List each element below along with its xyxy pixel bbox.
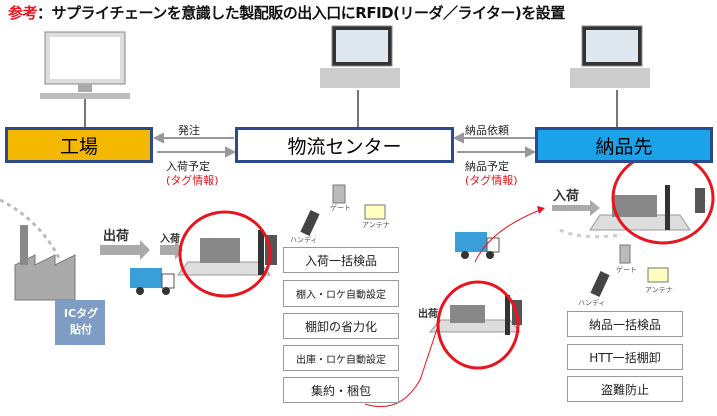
title-prefix: 参考 [8, 4, 38, 22]
rfid-gate-icon [176, 230, 277, 276]
flow-arrows [152, 132, 537, 158]
computer-icon [570, 25, 650, 88]
flow-tag-info: (タグ情報) [166, 174, 219, 187]
factory-illustration [0, 198, 105, 345]
function-item: HTT一括棚卸 [567, 344, 683, 370]
gate-icon [619, 244, 631, 264]
label-arrival: 入荷 [553, 189, 580, 204]
label-arrival: 入荷 [160, 234, 180, 245]
handy-label: ハンディ [578, 299, 606, 307]
handy-terminal-icon [590, 271, 610, 297]
function-item: 出庫・ロケ自動設定 [283, 345, 399, 371]
ic-tag-label: ICタグ 貼付 [63, 307, 99, 336]
flow-delivery-request: 納品依頼 [465, 124, 509, 137]
truck-icon [455, 232, 500, 259]
node-logistics-center: 物流センター [235, 127, 454, 163]
antenna-icon [364, 204, 386, 220]
title-text: ：サプライチェーンを意識した製配販の出入口にRFID(リーダ／ライター)を設置 [37, 4, 565, 22]
flow-delivery-plan: 納品予定 [465, 160, 509, 173]
computer-icon [40, 31, 130, 99]
function-item: 集約・梱包 [283, 377, 399, 403]
diagram-title: 参考：サプライチェーンを意識した製配販の出入口にRFID(リーダ／ライター)を設… [8, 2, 565, 23]
function-item: 入荷一括検品 [283, 247, 399, 273]
function-item: 納品一括検品 [567, 311, 683, 337]
antenna-label: アンテナ [362, 221, 390, 229]
antenna-icon [647, 267, 669, 283]
function-item: 盗難防止 [567, 376, 683, 402]
rfid-highlight-circle [178, 210, 272, 298]
rfid-gate-icon [589, 185, 705, 231]
node-factory: 工場 [5, 127, 153, 163]
truck-icon [130, 268, 175, 295]
label-shipping: 出荷 [418, 309, 438, 320]
flow-order: 発注 [178, 124, 200, 137]
handy-label: ハンディ [290, 236, 318, 244]
function-item: 棚卸の省力化 [283, 313, 399, 339]
antenna-label: アンテナ [645, 286, 673, 294]
computer-icon [320, 25, 400, 88]
function-item: 棚入・ロケ自動設定 [283, 280, 399, 307]
flow-tag-info: (タグ情報) [465, 174, 518, 187]
node-destination: 納品先 [535, 127, 713, 163]
label-shipping: 出荷 [103, 229, 130, 244]
gate-icon [332, 184, 346, 204]
flow-arrival-plan: 入荷予定 [166, 160, 210, 173]
gate-label: ゲート [330, 204, 351, 212]
gate-label: ゲート [616, 266, 637, 274]
handy-terminal-icon [300, 210, 320, 236]
